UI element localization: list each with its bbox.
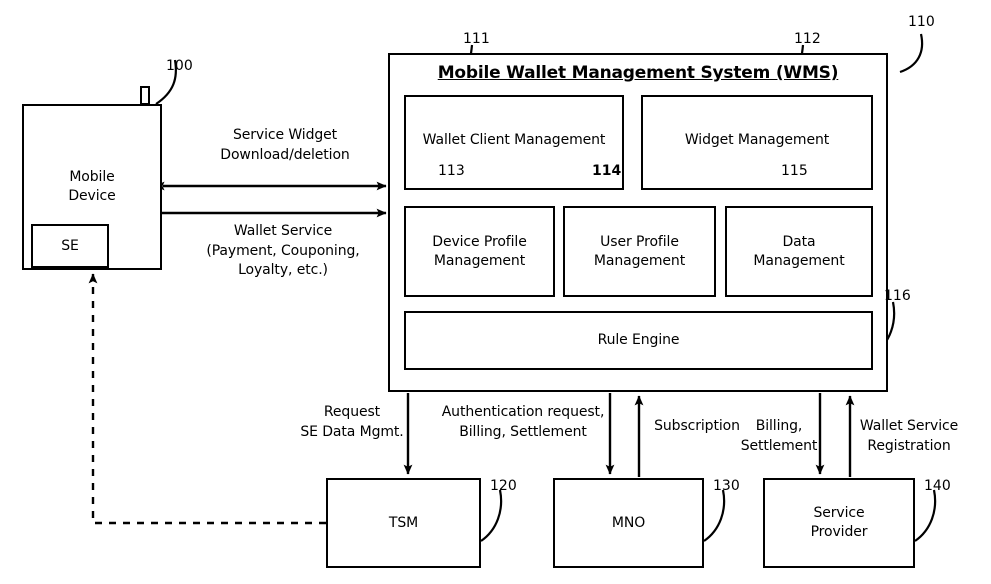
label-request-se-data: Request SE Data Mgmt. <box>300 404 404 440</box>
label-wallet-service: Wallet Service (Payment, Couponing, Loya… <box>206 223 360 279</box>
mno-label: MNO <box>611 514 646 531</box>
wallet-client-management-label: Wallet Client Management <box>422 132 606 148</box>
ref-100: 100 <box>166 58 193 74</box>
ref-111: 111 <box>463 31 490 47</box>
data-management-box[interactable]: Data Management <box>725 206 873 297</box>
ref-115: 115 <box>781 163 808 179</box>
user-profile-management-box[interactable]: User Profile Management <box>563 206 716 297</box>
se-label: SE <box>61 237 79 254</box>
tsm-box[interactable]: TSM <box>326 478 481 568</box>
user-profile-management-label: User Profile Management <box>593 233 686 269</box>
wallet-client-management-box[interactable]: Wallet Client Management <box>404 95 624 190</box>
se-box[interactable]: SE <box>31 224 109 268</box>
ref-110: 110 <box>908 14 935 30</box>
mobile-device-label: Mobile Device <box>68 169 116 204</box>
label-wallet-service-registration: Wallet Service Registration <box>859 418 959 454</box>
rule-engine-label: Rule Engine <box>597 332 680 349</box>
wms-title: Mobile Wallet Management System (WMS) <box>437 63 839 83</box>
ref-114: 114 <box>592 163 622 179</box>
label-subscription: Subscription <box>654 418 740 434</box>
widget-management-box[interactable]: Widget Management <box>641 95 873 190</box>
ref-120: 120 <box>490 478 517 494</box>
mobile-device-antenna-icon <box>140 86 150 105</box>
label-billing-settlement: Billing, Settlement <box>740 418 818 454</box>
service-provider-label: Service Provider <box>810 505 868 540</box>
arrow-tsm-to-device-dashed <box>88 273 326 525</box>
widget-management-label: Widget Management <box>684 132 830 148</box>
data-management-label: Data Management <box>753 233 845 269</box>
ref-116: 116 <box>884 288 911 304</box>
tsm-label: TSM <box>388 514 419 531</box>
device-profile-management-box[interactable]: Device Profile Management <box>404 206 555 297</box>
device-profile-management-label: Device Profile Management <box>432 233 527 269</box>
rule-engine-box[interactable]: Rule Engine <box>404 311 873 370</box>
label-auth-billing-settlement: Authentication request, Billing, Settlem… <box>441 404 605 440</box>
mno-box[interactable]: MNO <box>553 478 704 568</box>
ref-113: 113 <box>438 163 465 179</box>
ref-130: 130 <box>713 478 740 494</box>
ref-112: 112 <box>794 31 821 47</box>
ref-140: 140 <box>924 478 951 494</box>
label-service-widget: Service Widget Download/deletion <box>220 127 350 163</box>
service-provider-box[interactable]: Service Provider <box>763 478 915 568</box>
